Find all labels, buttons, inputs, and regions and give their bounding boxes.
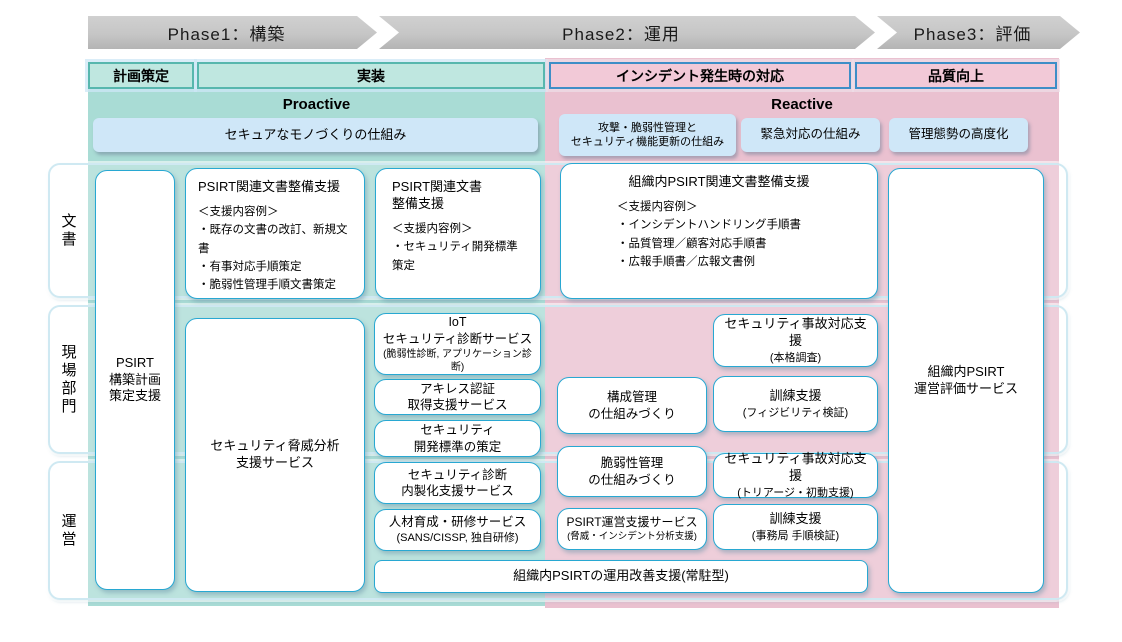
service-box-training-feasibility: 訓練支援 (フィジビリティ検証) <box>713 376 878 432</box>
service-box-incident-response-full: セキュリティ事故対応支援 (本格調査) <box>713 314 878 367</box>
service-box-training-office: 訓練支援 (事務局 手順検証) <box>713 504 878 550</box>
row-label-documents: 文書 <box>59 212 77 249</box>
service-box-achilles-cert: アキレス認証 取得支援サービス <box>374 379 541 415</box>
service-box-resident-improvement-label: 組織内PSIRTの運用改善支援(常駐型) <box>513 568 729 584</box>
phase1-arrow: Phase1：構築 <box>88 16 377 49</box>
service-box-iot-diagnosis-label: IoT セキュリティ診断サービス <box>382 315 533 346</box>
service-box-hr-training-note: (SANS/CISSP, 独自研修) <box>396 532 519 545</box>
stage-header-incident-response: インシデント発生時の対応 <box>549 62 851 89</box>
service-box-training-office-label: 訓練支援 <box>769 510 822 526</box>
proactive-label: Proactive <box>282 95 351 113</box>
phase3-label: Phase3：評価 <box>913 25 1032 44</box>
stage-header-implementation-label: 実装 <box>357 67 385 84</box>
stage-header-implementation: 実装 <box>197 62 545 89</box>
service-box-sec-dev-standard: セキュリティ 開発標準の策定 <box>374 420 541 457</box>
service-box-doc-support-2-details: ＜支援内容例＞ ・セキュリティ開発標準策定 <box>392 222 518 272</box>
stage-header-incident-response-label: インシデント発生時の対応 <box>616 67 784 84</box>
service-box-iot-diagnosis-note: (脆弱性診断, アプリケーション診断) <box>383 348 532 373</box>
stage-header-planning-label: 計画策定 <box>113 67 169 84</box>
service-box-doc-support-2: PSIRT関連文書 整備支援 ＜支援内容例＞ ・セキュリティ開発標準策定 <box>375 168 541 299</box>
service-box-config-mgmt-label: 構成管理 の仕組みづくり <box>588 390 676 421</box>
service-box-psirt-ops-support-note: (脅威・インシデント分析支援) <box>567 531 697 543</box>
stage-header-quality-label: 品質向上 <box>928 67 984 84</box>
service-box-org-doc-support: 組織内PSIRT関連文書整備支援 ＜支援内容例＞ ・インシデントハンドリング手順… <box>560 163 878 299</box>
service-box-incident-response-triage-label: セキュリティ事故対応支援 <box>724 450 867 483</box>
phase2-label: Phase2：運用 <box>562 25 680 44</box>
service-box-hr-training-label: 人材育成・研修サービス <box>388 515 527 530</box>
phase3-arrow: Phase3：評価 <box>877 16 1080 49</box>
service-box-vuln-mgmt-label: 脆弱性管理 の仕組みづくり <box>588 456 676 487</box>
row-label-field-dept: 現場部門 <box>59 343 77 416</box>
service-box-psirt-ops-support-label: PSIRT運営支援サービス <box>566 514 698 529</box>
stage-header-planning: 計画策定 <box>88 62 194 89</box>
service-box-iot-diagnosis: IoT セキュリティ診断サービス (脆弱性診断, アプリケーション診断) <box>374 313 541 375</box>
phase1-label: Phase1：構築 <box>167 25 286 44</box>
mechanism-governance: 管理態勢の高度化 <box>889 118 1028 152</box>
service-box-vuln-mgmt: 脆弱性管理 の仕組みづくり <box>557 446 707 497</box>
service-box-sec-dev-standard-label: セキュリティ 開発標準の策定 <box>413 423 502 454</box>
service-box-training-feasibility-label: 訓練支援 <box>769 387 822 403</box>
service-box-config-mgmt: 構成管理 の仕組みづくり <box>557 377 707 434</box>
row-label-operations: 運営 <box>59 512 77 549</box>
service-box-psirt-plan-label: PSIRT 構築計画 策定支援 <box>108 354 161 404</box>
service-box-psirt-eval-label: 組織内PSIRT 運営評価サービス <box>913 363 1018 396</box>
service-box-achilles-cert-label: アキレス認証 取得支援サービス <box>407 381 508 412</box>
service-box-psirt-ops-support: PSIRT運営支援サービス (脅威・インシデント分析支援) <box>557 508 707 550</box>
mechanism-emergency-response: 緊急対応の仕組み <box>741 118 880 152</box>
service-box-training-feasibility-note: (フィジビリティ検証) <box>742 406 849 419</box>
service-box-training-office-note: (事務局 手順検証) <box>751 529 840 542</box>
service-box-org-doc-support-details: ＜支援内容例＞ ・インシデントハンドリング手順書 ・品質管理／顧客対応手順書 ・… <box>617 200 801 269</box>
service-box-doc-support-1-title: PSIRT関連文書整備支援 <box>198 179 341 194</box>
stage-header-quality: 品質向上 <box>855 62 1057 89</box>
service-box-doc-support-1: PSIRT関連文書整備支援 ＜支援内容例＞ ・既存の文書の改訂、新規文書 ・有事… <box>185 168 365 299</box>
service-box-incident-response-full-label: セキュリティ事故対応支援 <box>724 315 867 348</box>
service-box-incident-response-triage: セキュリティ事故対応支援 (トリアージ・初動支援) <box>713 450 878 499</box>
service-box-hr-training: 人材育成・研修サービス (SANS/CISSP, 独自研修) <box>374 509 541 551</box>
service-box-threat-analysis: セキュリティ脅威分析 支援サービス <box>185 318 365 592</box>
service-box-diagnosis-insourcing-label: セキュリティ診断 内製化支援サービス <box>401 467 514 498</box>
service-box-incident-response-full-note: (本格調査) <box>769 351 822 364</box>
service-box-threat-analysis-label: セキュリティ脅威分析 支援サービス <box>210 438 340 470</box>
service-box-diagnosis-insourcing: セキュリティ診断 内製化支援サービス <box>374 462 541 504</box>
mechanism-secure-manufacturing: セキュアなモノづくりの仕組み <box>93 118 538 152</box>
reactive-label: Reactive <box>771 95 833 113</box>
service-box-org-doc-support-title: 組織内PSIRT関連文書整備支援 <box>628 174 810 189</box>
service-box-resident-improvement: 組織内PSIRTの運用改善支援(常駐型) <box>374 560 868 593</box>
service-box-psirt-eval: 組織内PSIRT 運営評価サービス <box>888 168 1044 593</box>
service-box-doc-support-1-details: ＜支援内容例＞ ・既存の文書の改訂、新規文書 ・有事対応手順策定 ・脆弱性管理手… <box>198 205 348 292</box>
phase2-arrow: Phase2：運用 <box>379 16 875 49</box>
service-box-psirt-plan: PSIRT 構築計画 策定支援 <box>95 170 175 590</box>
service-box-doc-support-2-title: PSIRT関連文書 整備支援 <box>392 179 483 211</box>
service-box-incident-response-triage-note: (トリアージ・初動支援) <box>737 486 854 499</box>
mechanism-attack-vuln-update: 攻撃・脆弱性管理と セキュリティ機能更新の仕組み <box>559 114 736 156</box>
